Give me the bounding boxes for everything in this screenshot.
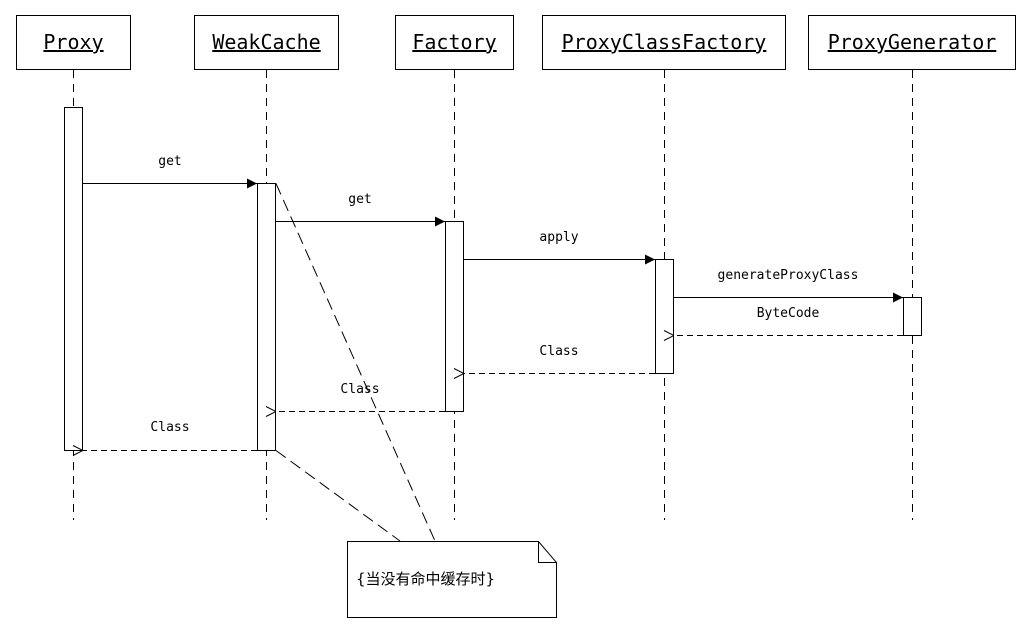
participant-box [395,15,514,70]
message-label: ByteCode [757,306,820,321]
note-connector-bottom [275,450,401,542]
participant-label: WeakCache [212,30,320,54]
participant-label: Proxy [43,30,103,54]
activation-proxygenerator [903,297,922,336]
activation-proxy [64,107,83,451]
participant-box [542,15,786,70]
participant-weakcache: WeakCache [194,15,339,520]
activation-weakcache [257,183,276,451]
participant-box [194,15,339,70]
note-shape [347,541,557,618]
participant-proxyclassfactory: ProxyClassFactory [542,15,786,520]
message-get-weakcache-to-factory: get [276,192,445,227]
message-bytecode-return: ByteCode [674,306,903,336]
message-label: Class [539,344,578,359]
activation-factory [445,221,464,412]
message-label: apply [539,230,578,245]
participant-box [16,15,131,70]
message-class-return-to-weakcache: Class [276,382,445,412]
message-label: get [348,192,371,207]
participant-factory: Factory [395,15,514,520]
message-apply-factory-to-proxyclassfactory: apply [464,230,655,265]
participant-box [808,15,1016,70]
note-connector-top [275,183,436,542]
message-class-return-to-proxy: Class [83,420,257,451]
message-get-proxy-to-weakcache: get [83,154,257,189]
note: {当没有命中缓存时} [347,541,557,618]
participant-label: ProxyClassFactory [562,30,767,54]
message-label: generateProxyClass [718,268,859,283]
note-folded-corner [538,541,557,563]
message-label: get [158,154,181,169]
message-label: Class [150,420,189,435]
message-label: Class [340,382,379,397]
message-generateproxyclass: generateProxyClass [674,268,903,303]
participant-label: ProxyGenerator [828,30,997,54]
activation-proxyclassfactory [655,259,674,374]
message-class-return-to-factory: Class [464,344,655,374]
note-text: {当没有命中缓存时} [356,570,495,588]
participant-proxy: Proxy [16,15,131,520]
participant-label: Factory [412,30,496,54]
participant-proxygenerator: ProxyGenerator [808,15,1016,520]
